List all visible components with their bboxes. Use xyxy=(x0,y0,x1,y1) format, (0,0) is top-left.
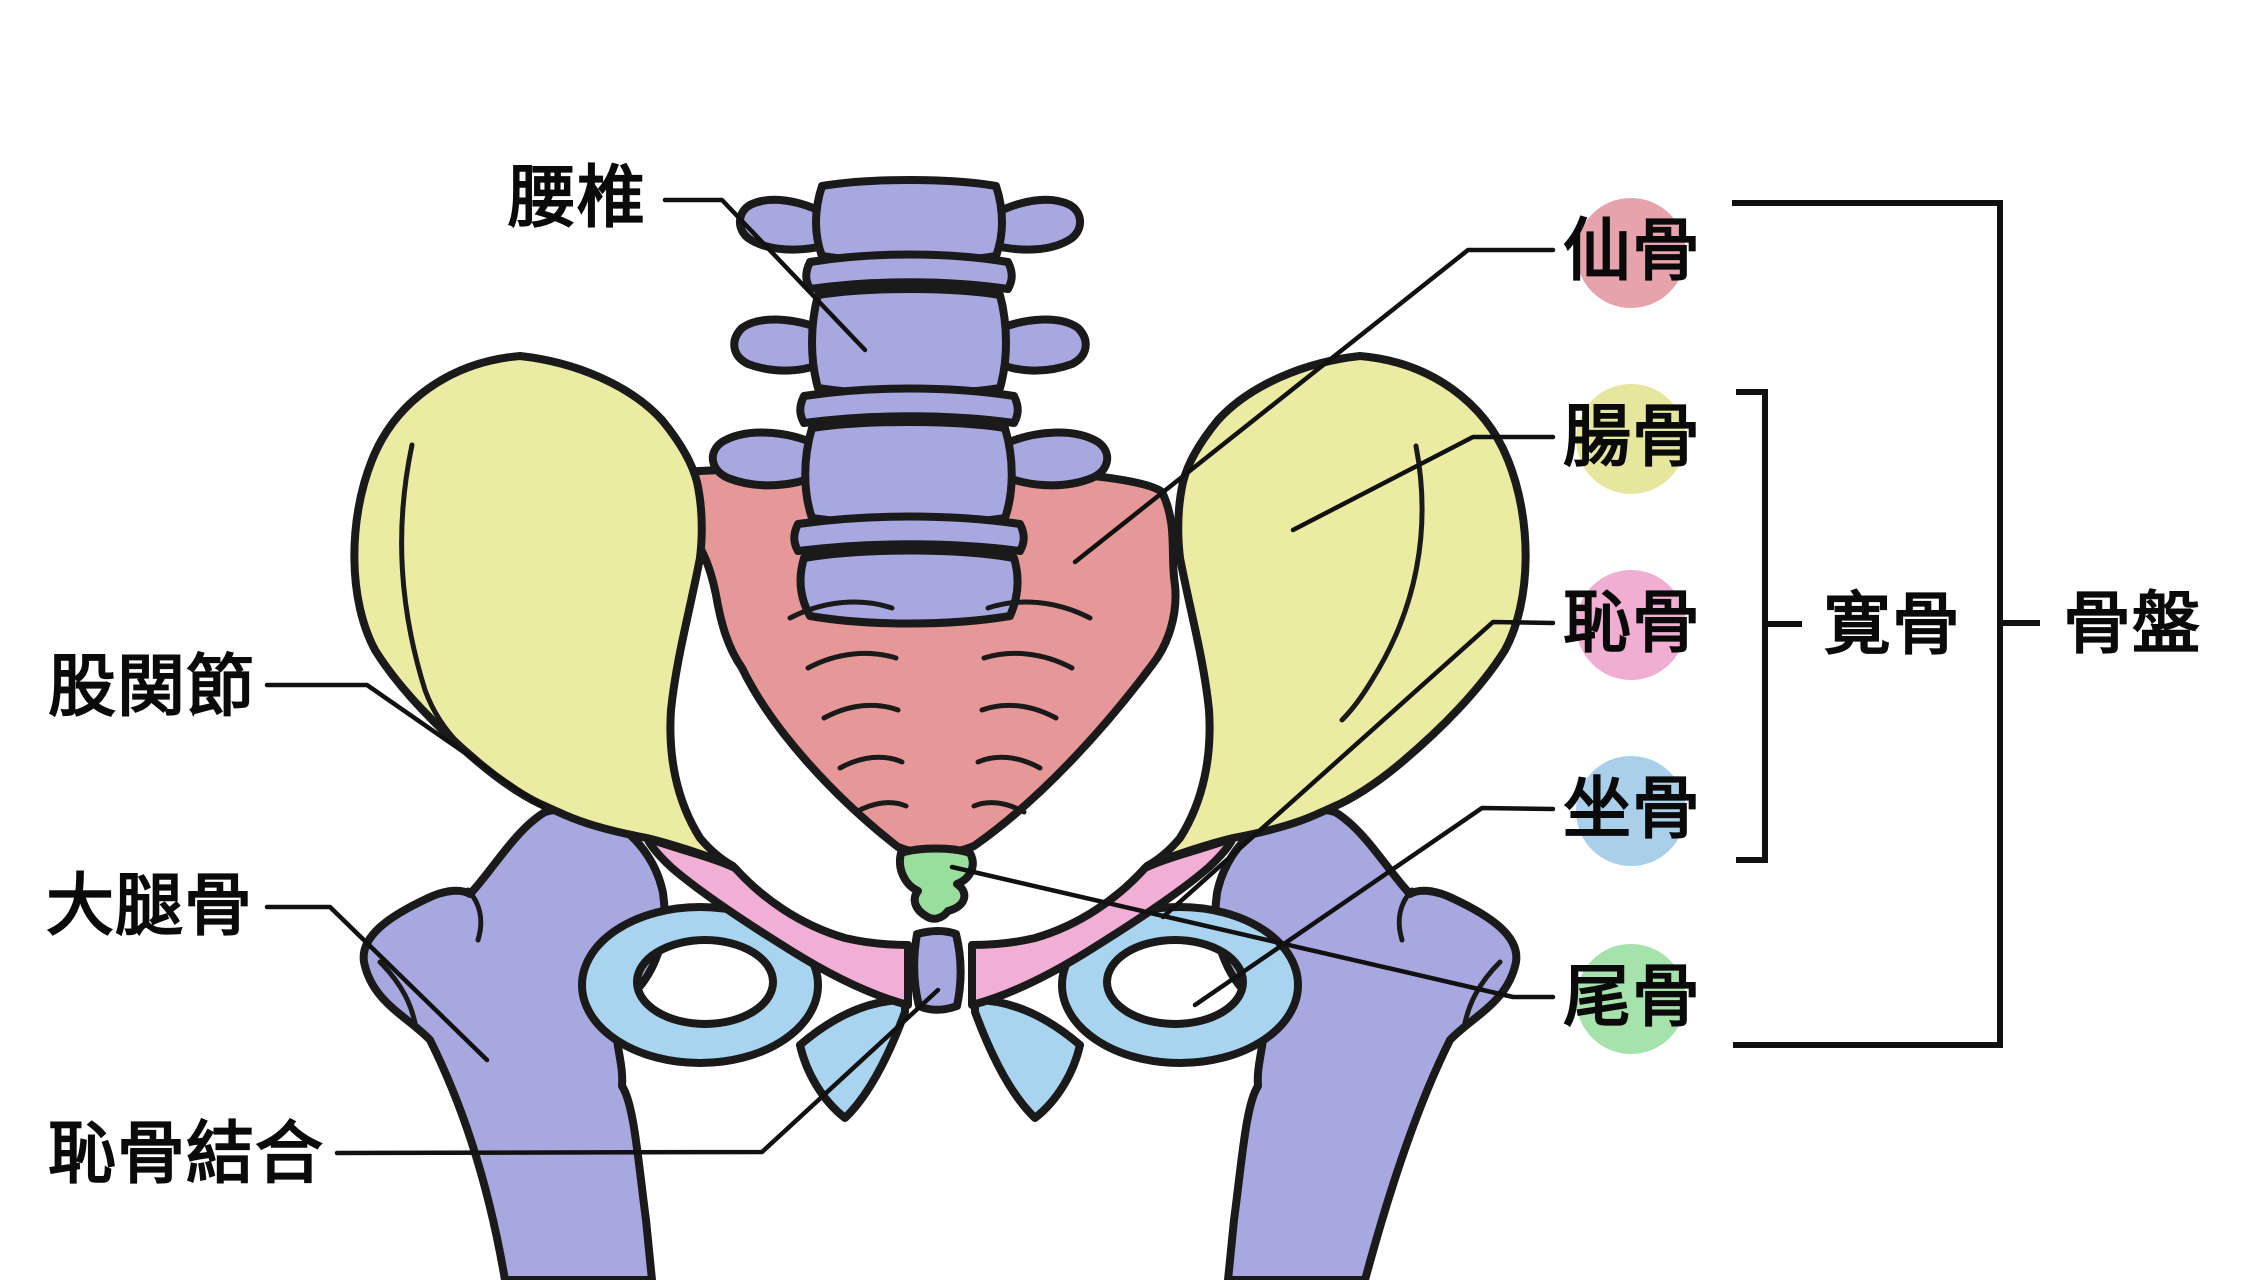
pubis-color-dot xyxy=(1576,570,1686,680)
sacrum-ridge xyxy=(787,599,895,621)
right-ilium-detail xyxy=(1339,443,1425,723)
sacrum-ridge xyxy=(853,800,909,815)
label-coccyx: 尾骨 xyxy=(1563,958,1702,1037)
sacrum-ridge xyxy=(971,800,1027,815)
vertebra-process xyxy=(992,315,1090,375)
lumbar-spine-pointer-line xyxy=(662,197,868,353)
left-ischium-ring xyxy=(578,903,822,1067)
sacrum-ridge xyxy=(805,650,899,671)
ilium-color-dot xyxy=(1576,384,1686,494)
sacrum-ridge xyxy=(975,754,1043,771)
vertebra-process xyxy=(988,195,1084,254)
sacrum-ridge xyxy=(981,650,1075,671)
right-femur-detail xyxy=(1396,887,1415,943)
sacrum-pointer-line xyxy=(1072,247,1556,565)
intervertebral-disc xyxy=(790,512,1028,555)
coccyx-shape xyxy=(896,844,977,923)
right-ilium-shape xyxy=(1143,352,1530,870)
label-hip-bone: 寛骨 xyxy=(1823,586,1962,665)
sacrum-ridge xyxy=(837,754,905,771)
ilium-shapes xyxy=(350,352,1530,870)
hip-bone-bracket xyxy=(1736,389,1768,863)
pointer-lines xyxy=(264,197,1556,1156)
label-pubis: 恥骨 xyxy=(1563,584,1702,663)
vertebra-body-3 xyxy=(801,418,1016,528)
vertebra-process xyxy=(709,428,822,490)
ilium-pointer-line xyxy=(1290,434,1556,533)
right-inferior-ramus xyxy=(971,996,1084,1122)
left-femur-detail xyxy=(377,959,419,1031)
sacrum-shape xyxy=(556,462,1180,858)
pubis-shapes xyxy=(643,834,1237,1009)
left-ilium-detail xyxy=(399,442,463,748)
grouping-brackets xyxy=(1732,200,2040,1048)
left-ilium-shape xyxy=(350,352,737,870)
label-lumbar-spine: 腰椎 xyxy=(508,159,647,238)
femur-pointer-line xyxy=(264,904,490,1063)
label-ilium: 腸骨 xyxy=(1563,398,1702,477)
label-sacrum: 仙骨 xyxy=(1563,212,1702,291)
bone-detail-lines xyxy=(377,442,1503,1031)
coccyx-pointer-line xyxy=(949,864,1556,1000)
label-ischium: 坐骨 xyxy=(1563,770,1702,849)
ischium-pointer-line xyxy=(1192,805,1556,1008)
vertebra-process xyxy=(998,428,1111,490)
label-hip-joint: 股関節 xyxy=(48,648,256,727)
vertebra-body-2 xyxy=(808,285,1010,398)
pubic-symphysis-shape xyxy=(910,927,965,1014)
right-femur-detail xyxy=(1461,959,1503,1031)
femur-shapes xyxy=(359,805,1521,1280)
coccyx-color-dot xyxy=(1576,944,1686,1054)
vertebra-body-4 xyxy=(796,546,1022,628)
vertebra-process xyxy=(736,195,832,254)
sacrum-ridge xyxy=(985,599,1093,621)
sacrum-ridge xyxy=(821,702,901,721)
lumbar-spine-shapes xyxy=(709,176,1111,628)
vertebra-process xyxy=(730,315,828,375)
left-inferior-ramus xyxy=(796,996,909,1122)
pubic-symphysis-pointer-line xyxy=(334,987,941,1156)
intervertebral-disc xyxy=(796,384,1022,427)
hip-joint-pointer-line xyxy=(264,682,546,810)
left-femur-detail xyxy=(465,887,484,943)
ischium-color-dot xyxy=(1576,756,1686,866)
label-femur: 大腿骨 xyxy=(46,867,254,946)
label-pelvis: 骨盤 xyxy=(2063,585,2202,664)
sacrum-ridge xyxy=(979,702,1059,721)
pubis-pointer-line xyxy=(1160,619,1556,920)
intervertebral-disc xyxy=(802,250,1016,293)
sacrum-color-dot xyxy=(1576,198,1686,308)
label-pubic-symphysis: 恥骨結合 xyxy=(48,1115,325,1194)
ischium-shapes xyxy=(578,903,1302,1122)
vertebra-body-1 xyxy=(812,176,1006,266)
